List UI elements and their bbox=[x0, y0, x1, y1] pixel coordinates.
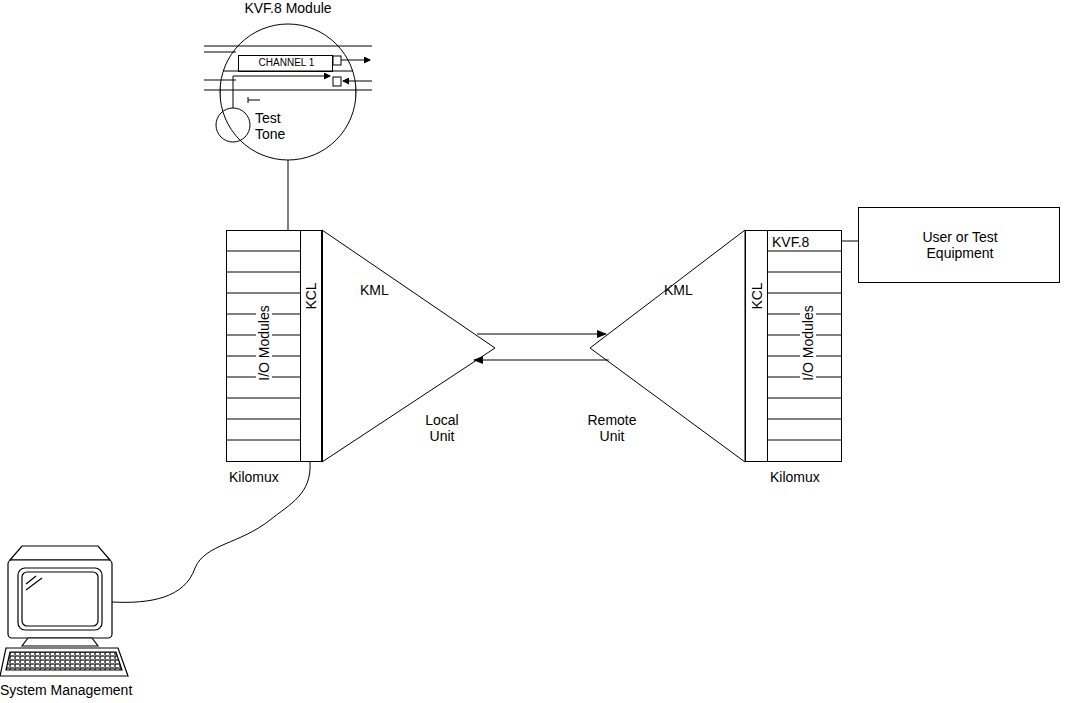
kcl-card: KCL bbox=[300, 230, 323, 462]
kvf-slot: KVF.8 bbox=[768, 231, 842, 251]
io-label: I/O Modules bbox=[256, 302, 272, 383]
kml-triangle: KML Local Unit bbox=[322, 230, 495, 462]
computer-terminal-outline bbox=[0, 540, 165, 702]
terminal-label: System Management bbox=[0, 682, 165, 698]
connector bbox=[474, 360, 609, 361]
equipment-box: User or Test Equipment bbox=[858, 207, 1060, 283]
unit-name: Kilomux bbox=[229, 469, 319, 485]
module-callout: KVF.8 ModuleTest Tone CHANNEL 1 bbox=[200, 0, 376, 168]
kcl-label: KCL bbox=[749, 279, 765, 312]
kcl-label: KCL bbox=[303, 279, 319, 312]
unit-label: Remote Unit bbox=[582, 412, 642, 444]
module-callout-outline bbox=[200, 0, 376, 168]
kml-triangle: KMLRemote Unit bbox=[590, 230, 745, 462]
equipment-label: User or Test Equipment bbox=[859, 229, 1061, 261]
tone-label: Test Tone bbox=[255, 110, 295, 142]
kilomux-chassis: I/O ModulesKilomuxKCL bbox=[226, 230, 322, 462]
io-label: I/O Modules bbox=[800, 302, 816, 383]
channel-label: CHANNEL 1 bbox=[239, 57, 334, 69]
channel-box: CHANNEL 1 bbox=[238, 55, 333, 72]
kml-label: KML bbox=[360, 282, 420, 298]
kcl-card: KCL bbox=[745, 230, 768, 462]
unit-label: Local Unit bbox=[418, 412, 466, 444]
kml-label: KML bbox=[664, 282, 724, 298]
connector bbox=[288, 160, 289, 230]
computer-terminal: System Management bbox=[0, 540, 165, 702]
connector bbox=[112, 462, 310, 602]
kilomux-chassis: I/O ModulesKilomuxKCLKVF.8 bbox=[745, 230, 842, 462]
connector bbox=[477, 334, 606, 335]
slot-label: KVF.8 bbox=[772, 234, 838, 250]
connector bbox=[842, 241, 858, 242]
module-title: KVF.8 Module bbox=[200, 0, 376, 16]
unit-name: Kilomux bbox=[770, 469, 860, 485]
kml-triangle-outline bbox=[322, 230, 495, 462]
